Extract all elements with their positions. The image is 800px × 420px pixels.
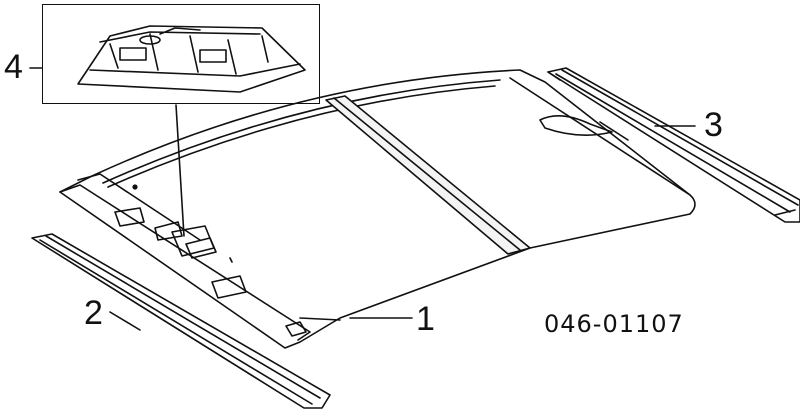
side-rail — [547, 67, 800, 223]
callout-2: 2 — [84, 294, 103, 332]
callout-3: 3 — [704, 106, 723, 144]
dome-lamp-drawing — [77, 25, 306, 93]
front-rail — [31, 233, 331, 409]
drawing-code: 046-01107 — [544, 310, 684, 338]
dome-lamp-inset — [42, 4, 320, 104]
callout-4: 4 — [4, 48, 23, 86]
callout-1: 1 — [416, 300, 435, 338]
leader-lines — [29, 67, 696, 331]
roof-panel — [59, 69, 696, 349]
